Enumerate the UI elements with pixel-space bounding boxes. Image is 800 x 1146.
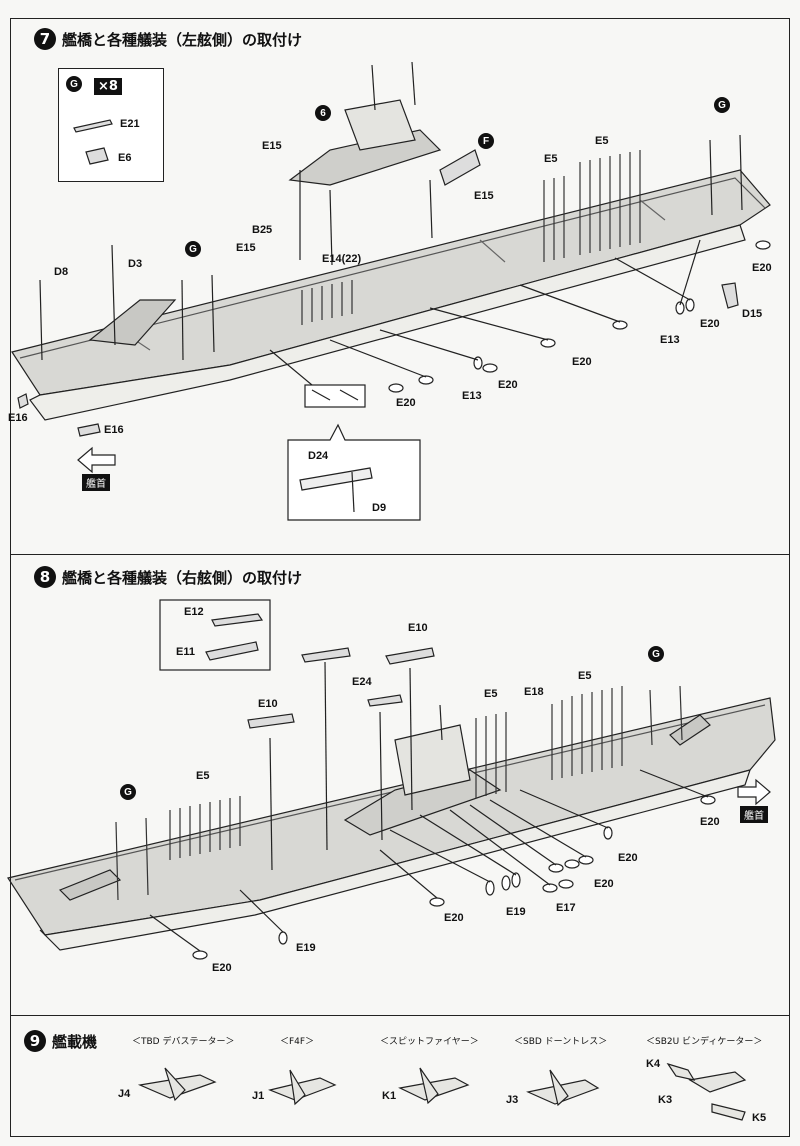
callout-g: G (648, 646, 664, 662)
part-label: E12 (184, 606, 204, 618)
part-label: K4 (646, 1058, 661, 1070)
part-label: D15 (742, 308, 763, 320)
step9-panel (10, 1015, 790, 1137)
part-label: E20 (594, 878, 614, 890)
part-label: E19 (296, 942, 316, 954)
step7-number: 7 (34, 28, 56, 50)
step9-header: 9 艦載機 (24, 1030, 97, 1052)
part-label: E11 (176, 646, 195, 658)
part-label: E14(22) (322, 253, 362, 265)
part-label: E5 (544, 153, 558, 165)
part-label: E24 (352, 676, 372, 688)
step8-title: 艦橋と各種艤装（右舷側）の取付け (62, 568, 303, 587)
part-label: E13 (660, 334, 680, 346)
part-label: K5 (752, 1112, 767, 1124)
bow-tag: 艦首 (740, 806, 768, 823)
part-label: E10 (258, 698, 278, 710)
part-label: E16 (104, 424, 124, 436)
part-label: E15 (236, 242, 256, 254)
part-label: E21 (120, 118, 140, 130)
part-label: D24 (308, 450, 329, 462)
step8-header: 8 艦橋と各種艤装（右舷側）の取付け (34, 566, 302, 588)
plane-name: ＜TBD デバステーター＞ (132, 1037, 235, 1047)
part-label: E17 (556, 902, 576, 914)
part-label: E5 (484, 688, 498, 700)
callout-g: G (120, 784, 136, 800)
part-label: E20 (444, 912, 464, 924)
part-label: J4 (118, 1088, 131, 1100)
part-label: E16 (8, 412, 28, 424)
plane-name: ＜SBD ドーントレス＞ (514, 1037, 608, 1047)
part-label: E5 (595, 135, 609, 147)
plane-name: ＜スピットファイヤー＞ (380, 1037, 479, 1047)
part-label: D8 (54, 266, 69, 278)
part-label: B25 (252, 224, 273, 236)
step7-title: 艦橋と各種艤装（左舷側）の取付け (62, 30, 303, 49)
part-label: J3 (506, 1094, 519, 1106)
part-label: E20 (700, 318, 720, 330)
part-label: E20 (752, 262, 772, 274)
step7-inset-key: G (66, 76, 82, 92)
part-label: E20 (212, 962, 232, 974)
part-label: D3 (128, 258, 143, 270)
step7-inset-qty: ×8 (94, 78, 122, 95)
step9-number: 9 (24, 1030, 46, 1052)
part-label: E5 (578, 670, 592, 682)
part-label: E20 (618, 852, 638, 864)
part-label: E20 (572, 356, 592, 368)
part-label: E20 (700, 816, 720, 828)
part-label: E20 (396, 397, 416, 409)
callout-f: F (478, 133, 494, 149)
step9-title: 艦載機 (52, 1032, 98, 1051)
part-label: D9 (372, 502, 387, 514)
callout-g: G (714, 97, 730, 113)
bow-tag: 艦首 (82, 474, 110, 491)
part-label: E13 (462, 390, 482, 402)
step8-number: 8 (34, 566, 56, 588)
part-label: E15 (474, 190, 494, 202)
callout-g: G (185, 241, 201, 257)
plane-name: ＜F4F＞ (280, 1037, 315, 1047)
part-label: E10 (408, 622, 428, 634)
part-label: E20 (498, 379, 518, 391)
plane-name: ＜SB2U ビンディケーター＞ (646, 1037, 763, 1047)
part-label: J1 (252, 1090, 265, 1102)
callout-6: 6 (315, 105, 331, 121)
part-label: E19 (506, 906, 526, 918)
step7-header: 7 艦橋と各種艤装（左舷側）の取付け (34, 28, 302, 50)
part-label: K3 (658, 1094, 673, 1106)
part-label: E18 (524, 686, 544, 698)
part-label: E5 (196, 770, 210, 782)
part-label: K1 (382, 1090, 397, 1102)
part-label: E15 (262, 140, 282, 152)
step7-panel (10, 18, 790, 555)
part-label: E6 (118, 152, 132, 164)
